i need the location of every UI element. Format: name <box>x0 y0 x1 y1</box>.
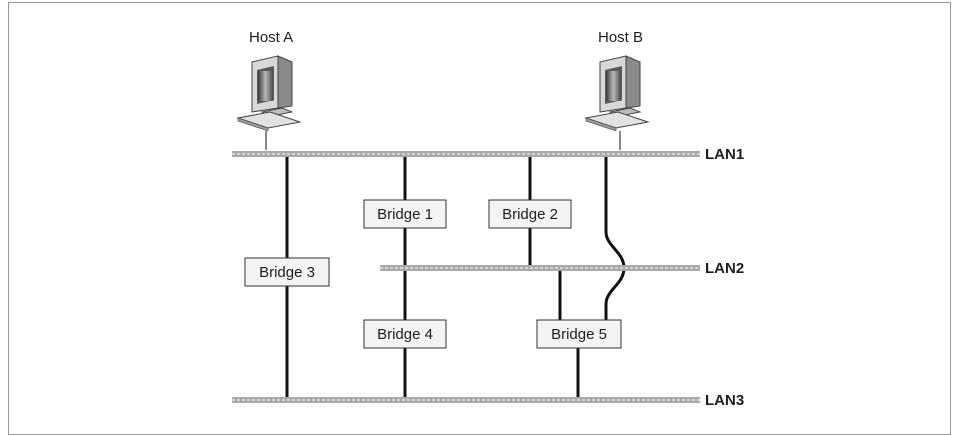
bridge-2-label: Bridge 2 <box>502 206 558 223</box>
bridge-5-wire-lan1-hop <box>604 154 626 320</box>
bridge-4-label: Bridge 4 <box>377 326 433 343</box>
diagram-frame <box>8 2 951 435</box>
host-b-label: Host B <box>598 29 643 46</box>
lan1-label: LAN1 <box>705 146 744 163</box>
lan2-label: LAN2 <box>705 260 744 277</box>
bridge-5-label: Bridge 5 <box>551 326 607 343</box>
host-a-label: Host A <box>249 29 293 46</box>
bridge-2-box: Bridge 2 <box>488 199 572 229</box>
host-b-computer-icon <box>584 55 650 150</box>
bridge-5-box: Bridge 5 <box>536 319 622 349</box>
bridge-1-label: Bridge 1 <box>377 206 433 223</box>
bridge-4-box: Bridge 4 <box>363 319 447 349</box>
bridge-3-label: Bridge 3 <box>259 264 315 281</box>
lan3-label: LAN3 <box>705 392 744 409</box>
host-a-computer-icon <box>236 55 302 150</box>
bridge-3-box: Bridge 3 <box>244 257 330 287</box>
bridge-1-box: Bridge 1 <box>363 199 447 229</box>
